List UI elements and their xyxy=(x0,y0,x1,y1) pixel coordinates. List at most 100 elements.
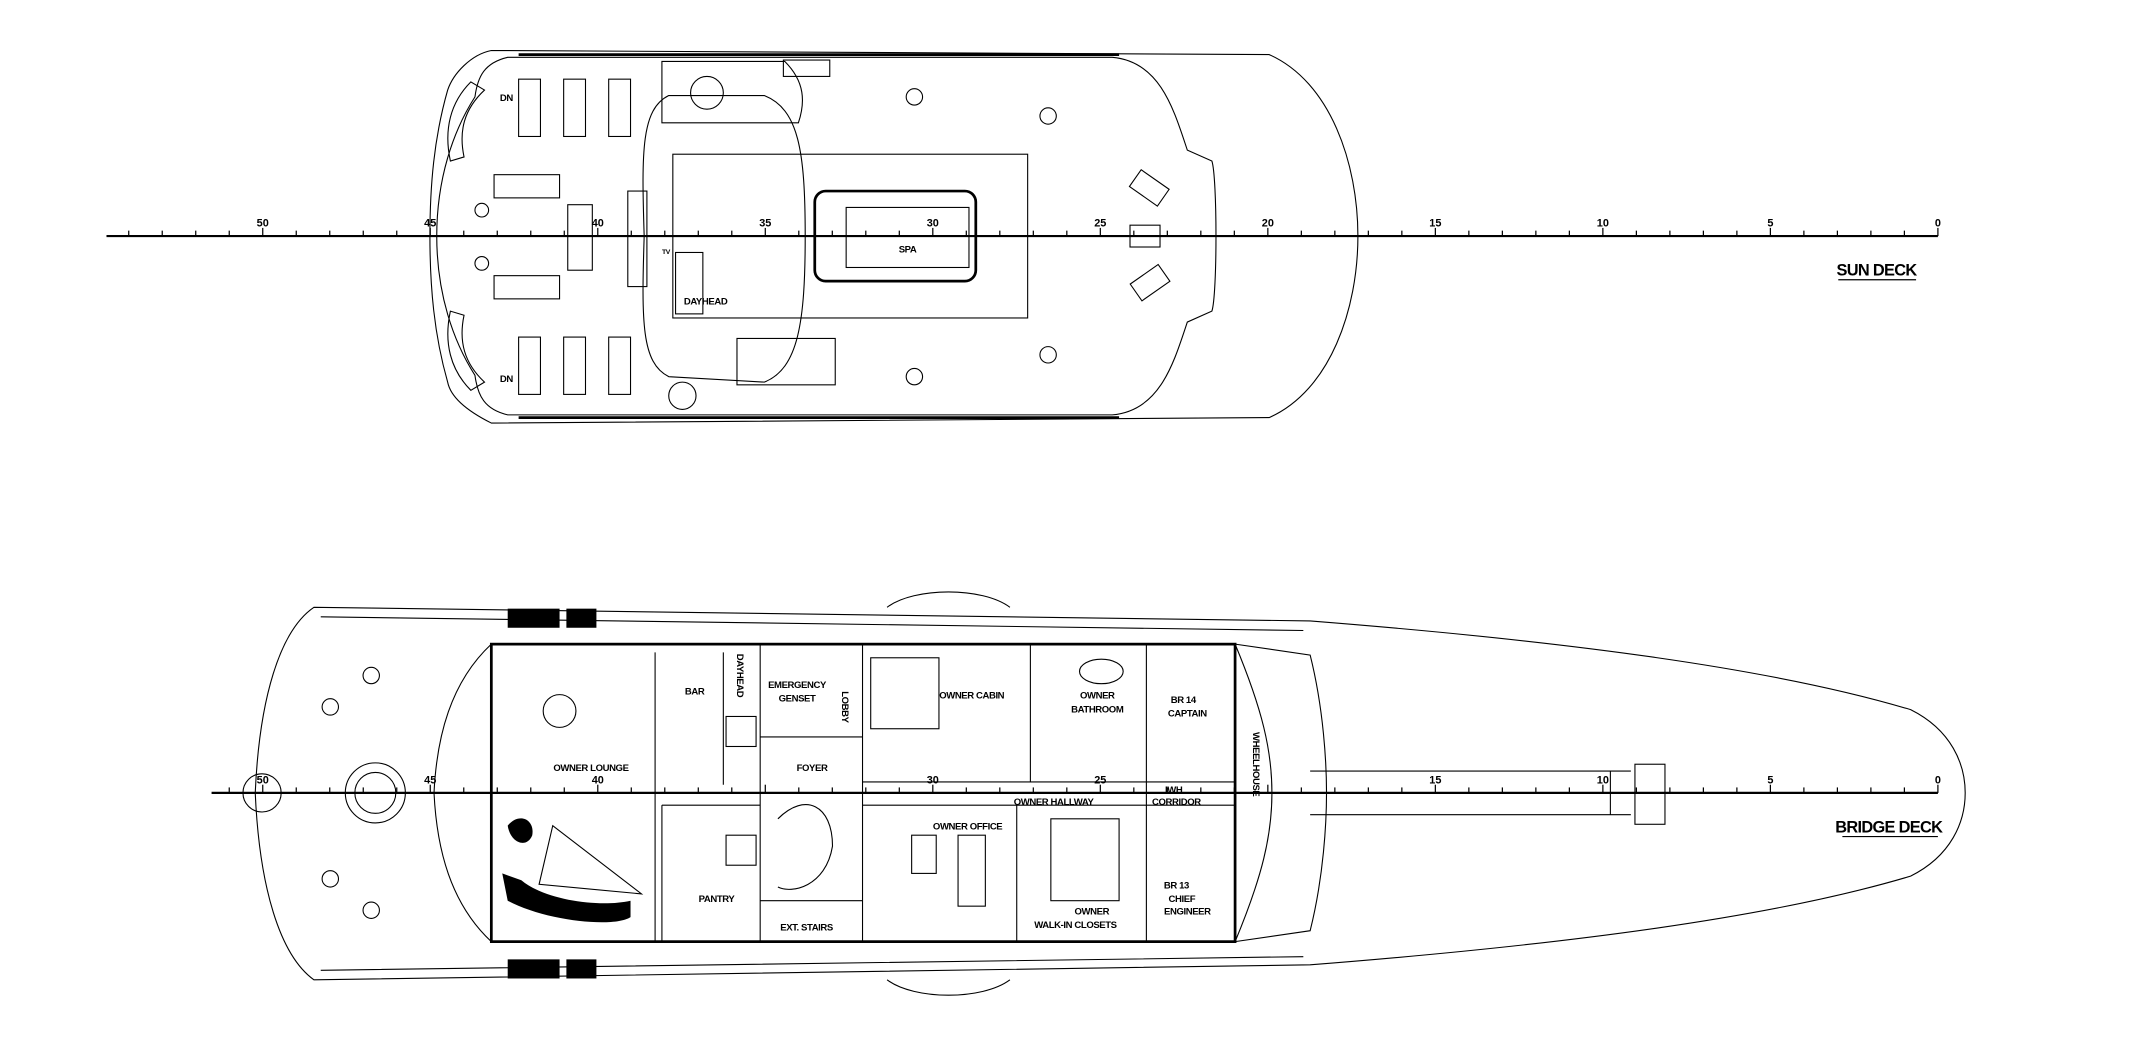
scale-label: 45 xyxy=(424,218,436,230)
scale-label: 10 xyxy=(1597,218,1609,230)
bridge-deck-rail xyxy=(320,616,1304,971)
tender-grille xyxy=(566,608,597,628)
room-ext-stairs: EXT. STAIRS xyxy=(780,923,833,934)
scale-label: 30 xyxy=(927,774,939,786)
side-table-icon xyxy=(321,698,340,716)
bridge-deck-hull-outline xyxy=(254,606,1966,981)
label-dn: DN xyxy=(500,374,513,385)
stove-icon xyxy=(725,834,757,866)
stern-stair-upper xyxy=(447,81,486,162)
office-desk xyxy=(957,834,986,907)
deck-hatch-icon xyxy=(1039,346,1057,364)
scale-label: 0 xyxy=(1935,218,1941,230)
lounge-table-icon xyxy=(542,694,577,728)
tender-grille xyxy=(566,959,597,979)
scale-label: 15 xyxy=(1429,218,1441,230)
bridge-deck-title: BRIDGE DECK xyxy=(1835,818,1943,836)
label-dn: DN xyxy=(500,93,513,104)
room-br14-captain: CAPTAIN xyxy=(1168,708,1207,719)
lounge-sofa xyxy=(502,873,631,923)
office-desk xyxy=(911,834,937,874)
room-owner-hallway: OWNER HALLWAY xyxy=(1014,797,1095,808)
side-table-icon xyxy=(362,666,380,685)
closet-units xyxy=(1050,818,1120,902)
scale-label: 15 xyxy=(1429,774,1441,786)
round-table-icon xyxy=(690,75,724,110)
room-owner-office: OWNER OFFICE xyxy=(933,822,1002,833)
label-dayhead: DAYHEAD xyxy=(684,296,728,307)
sun-deck: DN DN SPA DAYHEAD TV 0 5 10 15 20 25 30 35 40 45 5… xyxy=(106,49,1941,424)
scale-label: 45 xyxy=(424,774,436,786)
room-owner-cabin: OWNER CABIN xyxy=(939,691,1004,702)
round-table-icon xyxy=(668,381,697,410)
room-emergency-genset: GENSET xyxy=(779,693,816,704)
room-dayhead: DAYHEAD xyxy=(734,654,745,698)
room-walk-in-closets: WALK-IN CLOSETS xyxy=(1034,920,1116,931)
storage-boxes xyxy=(782,59,831,77)
room-iwh-corridor: IWH xyxy=(1165,785,1183,796)
tender-grille xyxy=(507,959,560,979)
stove-icon xyxy=(725,715,757,748)
scale-label: 25 xyxy=(1094,774,1106,786)
label-tv: TV xyxy=(662,249,671,256)
room-owner-bathroom: BATHROOM xyxy=(1071,704,1124,715)
scale-label: 35 xyxy=(759,218,771,230)
scale-label: 40 xyxy=(592,774,604,786)
room-owner-bathroom: OWNER xyxy=(1080,691,1115,702)
room-br13-chief-engineer: BR 13 xyxy=(1164,880,1189,891)
scale-label: 20 xyxy=(1262,218,1274,230)
lounge-coffee-table xyxy=(538,824,644,895)
bridge-deck: OWNER LOUNGE BAR DAYHEAD EMERGENCY GENSE… xyxy=(211,591,1966,996)
scale-label: 50 xyxy=(257,218,269,230)
sun-deck-central-structure xyxy=(642,94,806,383)
sun-bar-counter xyxy=(627,190,648,288)
spiral-staircase xyxy=(777,804,834,890)
sun-deck-scale-ticks: 0 5 10 15 20 25 30 35 40 45 50 xyxy=(128,218,1941,237)
dayhead-room xyxy=(675,251,704,315)
room-lobby: LOBBY xyxy=(839,691,850,723)
room-br14-captain: BR 14 xyxy=(1171,695,1197,706)
scale-label: 30 xyxy=(927,218,939,230)
room-foyer: FOYER xyxy=(797,763,828,774)
tender-grille xyxy=(507,608,560,628)
scale-label: 0 xyxy=(1935,774,1941,786)
room-iwh-corridor: CORRIDOR xyxy=(1152,797,1201,808)
bow-platform xyxy=(1634,763,1666,825)
scale-label: 5 xyxy=(1767,774,1773,786)
sun-deck-hull-outline xyxy=(429,49,1359,424)
room-br13-chief-engineer: CHIEF xyxy=(1169,894,1196,905)
scale-label: 10 xyxy=(1597,774,1609,786)
scale-label: 5 xyxy=(1767,218,1773,230)
side-table-icon xyxy=(321,870,340,888)
room-owner-lounge: OWNER LOUNGE xyxy=(553,763,628,774)
lounge-chair xyxy=(507,818,533,843)
room-br13-chief-engineer: ENGINEER xyxy=(1164,906,1211,917)
scale-label: 40 xyxy=(592,218,604,230)
sun-deck-inner-outline xyxy=(436,56,1217,416)
room-pantry: PANTRY xyxy=(699,894,736,905)
lounger-icon xyxy=(1128,168,1170,207)
stair-down xyxy=(736,337,836,386)
stern-stair-lower xyxy=(447,310,486,391)
scale-label: 50 xyxy=(257,774,269,786)
sun-deck-bulwark xyxy=(518,53,1120,419)
spa-basin xyxy=(845,206,970,269)
scale-label: 25 xyxy=(1094,218,1106,230)
room-walk-in-closets: OWNER xyxy=(1075,906,1110,917)
side-bays xyxy=(886,591,1011,996)
deck-hatch-icon xyxy=(905,367,924,386)
bathtub-icon xyxy=(1078,658,1124,685)
lounger-icon xyxy=(1129,263,1171,302)
bridge-deck-scale-ticks: 0 5 10 15 25 30 40 45 50 xyxy=(228,774,1941,793)
sunbeds xyxy=(474,78,632,395)
sun-deck-table-area-upper xyxy=(661,60,803,124)
room-wheelhouse: WHEELHOUSE xyxy=(1250,732,1261,796)
deck-hatch-icon xyxy=(905,88,924,106)
label-spa: SPA xyxy=(899,244,917,255)
side-table-icon xyxy=(362,901,380,919)
room-bar: BAR xyxy=(685,687,705,698)
room-emergency-genset: EMERGENCY xyxy=(768,680,827,691)
deck-hatch-icon xyxy=(1039,107,1057,125)
owner-bed xyxy=(870,657,940,730)
